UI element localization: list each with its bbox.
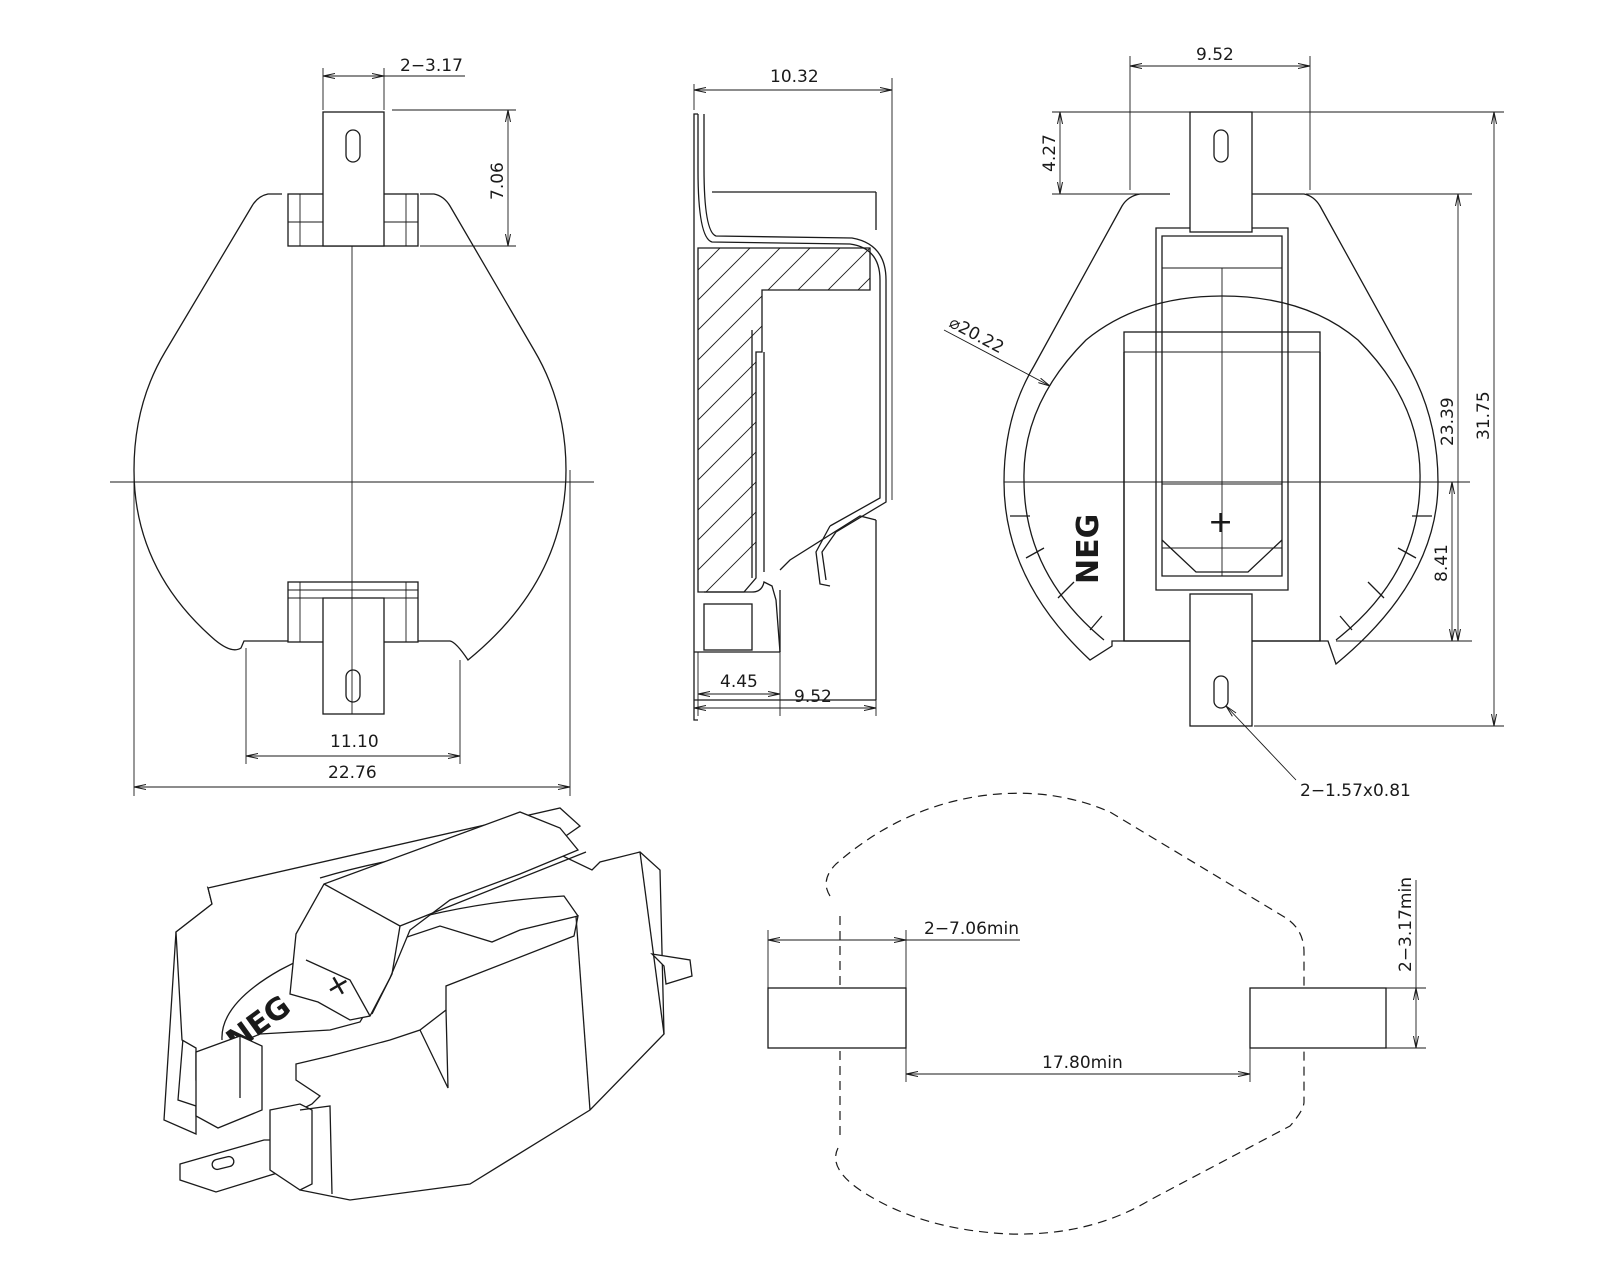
dim-pin-span: 9.52	[1196, 45, 1234, 65]
iso-view: + NEG	[163, 807, 693, 1201]
dim-tab-height: 4.27	[1040, 134, 1060, 172]
dim-height1: 23.39	[1438, 397, 1458, 446]
dim-pin-height: 7.06	[488, 162, 508, 200]
dim-overall-width: 22.76	[328, 763, 377, 783]
plus-mark-top: +	[1208, 505, 1233, 540]
footprint-view: 2−7.06min 2−3.17min 17.80min	[767, 792, 1426, 1235]
dim-offset: 4.45	[720, 672, 758, 692]
dim-pad-width: 2−3.17min	[1396, 877, 1416, 972]
dim-height2: 31.75	[1474, 391, 1494, 440]
dim-height3: 8.41	[1432, 544, 1452, 582]
dim-depth: 10.32	[770, 67, 819, 87]
dim-base-width: 11.10	[330, 732, 379, 752]
dim-offset2: 9.52	[794, 687, 832, 707]
pad-left	[767, 987, 907, 1049]
top-view: + NEG 9.52 4.27 ⌀20.22 23.39 31.75 8.41 …	[943, 45, 1504, 801]
dim-pad-length: 2−7.06min	[924, 919, 1019, 939]
pad-right	[1249, 987, 1387, 1049]
neg-label-top: NEG	[1071, 514, 1106, 584]
side-view: 10.32 4.45 9.52	[693, 67, 893, 721]
dim-pin-width: 2−3.17	[400, 56, 463, 76]
side-view-hatched-section	[697, 247, 871, 593]
dim-hole: 2−1.57x0.81	[1300, 781, 1411, 801]
dim-pad-spacing: 17.80min	[1042, 1053, 1123, 1073]
front-view: 2−3.17 7.06 11.10 22.76	[110, 56, 594, 796]
